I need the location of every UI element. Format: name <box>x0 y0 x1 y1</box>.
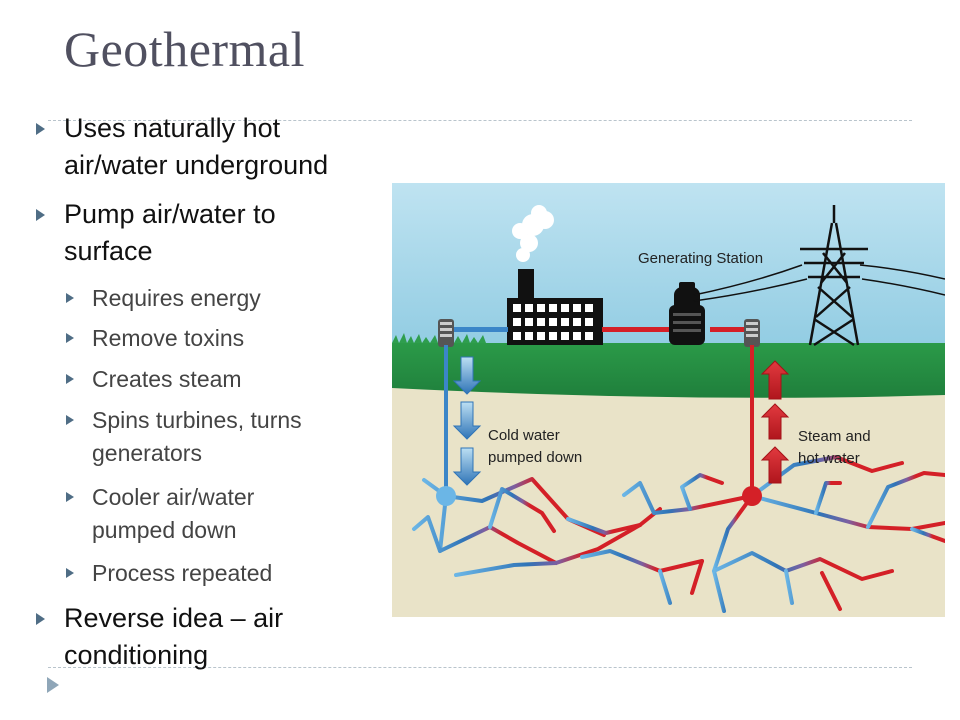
geothermal-diagram: Generating Station Cold water pumped dow… <box>392 183 945 617</box>
sub-bullet-item: Creates steam <box>66 363 242 396</box>
down-arrow-icon <box>452 447 482 486</box>
sub-bullet-item: Process repeated <box>66 557 273 590</box>
slide-corner-triangle-icon <box>47 677 59 693</box>
top-divider <box>48 120 912 121</box>
slide-title: Geothermal <box>64 21 306 77</box>
generator-icon <box>669 282 705 345</box>
factory-icon <box>507 269 603 345</box>
cold-surface-pipe <box>452 327 508 332</box>
bullet-triangle-icon <box>66 374 74 384</box>
cold-water-label-line1: Cold water <box>488 427 560 444</box>
steam-cloud-icon <box>512 205 554 262</box>
grass-band <box>392 343 945 398</box>
down-arrows <box>452 356 482 486</box>
bullet-item: Uses naturally hot air/water underground <box>36 110 329 184</box>
ground <box>392 388 945 617</box>
down-arrow-icon <box>452 356 482 395</box>
bottom-divider <box>48 667 912 668</box>
up-arrow-icon <box>760 403 790 440</box>
bullet-triangle-icon <box>66 333 74 343</box>
bullet-triangle-icon <box>36 209 45 221</box>
bullet-triangle-icon <box>66 492 74 502</box>
bullet-text-line: Remove toxins <box>92 325 245 351</box>
bullet-text-line: Pump air/water to <box>64 199 276 229</box>
bullet-text-line: air/water underground <box>64 150 329 180</box>
fracture-network <box>412 455 945 613</box>
bullet-triangle-icon <box>66 415 74 425</box>
hot-water-label-line1: Steam and <box>798 428 871 445</box>
hot-surface-pipe-2 <box>710 327 746 332</box>
hot-wellhead-icon <box>744 319 760 347</box>
bullet-triangle-icon <box>36 123 45 135</box>
bullet-text-line: Requires energy <box>92 285 261 311</box>
hot-surface-pipe <box>602 327 676 332</box>
bullet-triangle-icon <box>66 293 74 303</box>
bullet-text-line: Reverse idea – air <box>64 603 284 633</box>
bullet-text-line: Cooler air/water <box>92 484 255 510</box>
bullet-triangle-icon <box>36 613 45 625</box>
bullet-triangle-icon <box>66 568 74 578</box>
bullet-item: Reverse idea – air conditioning <box>36 600 284 674</box>
generating-station-label: Generating Station <box>638 250 763 267</box>
cold-well-bottom <box>436 486 456 506</box>
bullet-item: Pump air/water to surface <box>36 196 276 270</box>
cold-wellhead-icon <box>438 319 454 347</box>
sub-bullet-item: Cooler air/water pumped down <box>66 481 255 547</box>
sub-bullet-item: Spins turbines, turns generators <box>66 404 302 470</box>
bullet-text-line: Process repeated <box>92 560 273 586</box>
up-arrow-icon <box>760 446 790 484</box>
hot-water-label-line2: hot water <box>798 450 860 467</box>
sub-bullet-item: Remove toxins <box>66 322 245 355</box>
up-arrow-icon <box>760 360 790 400</box>
bullet-text-line: Uses naturally hot <box>64 113 281 143</box>
power-lines <box>693 264 945 302</box>
bullet-text-line: pumped down <box>92 517 237 543</box>
hot-well-bottom <box>742 486 762 506</box>
up-arrows <box>760 360 790 484</box>
bullet-text-line: Creates steam <box>92 366 242 392</box>
bullet-text-line: Spins turbines, turns <box>92 407 302 433</box>
bullet-text-line: surface <box>64 236 153 266</box>
cold-water-label-line2: pumped down <box>488 449 582 466</box>
power-pylon-icon <box>800 205 868 347</box>
sub-bullet-item: Requires energy <box>66 282 261 315</box>
bullet-text-line: generators <box>92 440 202 466</box>
geothermal-diagram-svg: Generating Station Cold water pumped dow… <box>392 183 945 617</box>
bullet-text-line: conditioning <box>64 640 209 670</box>
down-arrow-icon <box>452 401 482 440</box>
